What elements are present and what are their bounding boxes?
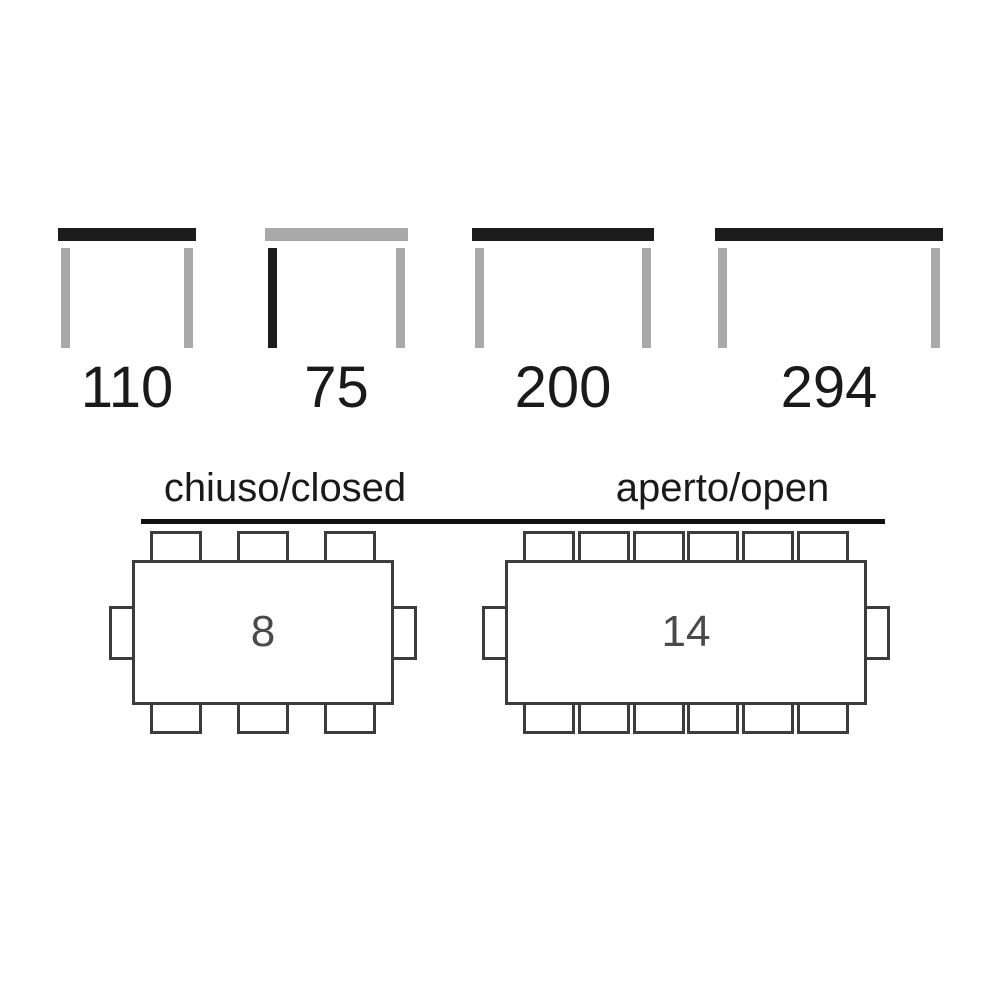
table-top-bar (715, 228, 943, 241)
seat-bottom-3 (632, 702, 685, 734)
dimension-icon-length-294-open (715, 228, 943, 361)
seat-top-1 (150, 531, 202, 563)
seat-bottom-3 (324, 702, 376, 734)
seat-left-1 (109, 605, 135, 660)
caption-open: aperto/open (615, 466, 830, 510)
seat-top-2 (577, 531, 630, 563)
seat-bottom-1 (523, 702, 575, 734)
dimension-icon-width-110 (58, 228, 196, 361)
seat-count-open-plan: 14 (661, 606, 711, 656)
table-top-bar (58, 228, 196, 241)
caption-closed: chiuso/closed (163, 466, 407, 510)
table-leg-right (184, 248, 193, 348)
table-top-bar (265, 228, 408, 241)
seat-top-1 (523, 531, 575, 563)
table-leg-left (475, 248, 484, 348)
seat-bottom-2 (577, 702, 630, 734)
seat-top-6 (797, 531, 849, 563)
dimension-label-length-294-open: 294 (780, 355, 878, 420)
table-leg-left (718, 248, 727, 348)
dimension-label-length-200-closed: 200 (514, 355, 612, 420)
seat-left-1 (482, 605, 508, 660)
seat-bottom-5 (742, 702, 795, 734)
table-leg-left (268, 248, 277, 348)
table-top-bar (472, 228, 654, 241)
dimension-label-height-75: 75 (304, 355, 369, 420)
table-leg-right (396, 248, 405, 348)
seat-top-3 (632, 531, 685, 563)
dimension-icon-height-75 (265, 228, 408, 361)
dimension-icon-length-200-closed (472, 228, 654, 361)
seat-top-3 (324, 531, 376, 563)
seat-bottom-4 (687, 702, 740, 734)
seat-right-1 (864, 605, 890, 660)
table-leg-left (61, 248, 70, 348)
seat-top-2 (237, 531, 289, 563)
seat-bottom-2 (237, 702, 289, 734)
seat-bottom-1 (150, 702, 202, 734)
table-leg-right (931, 248, 940, 348)
table-leg-right (642, 248, 651, 348)
seat-bottom-6 (797, 702, 849, 734)
dimension-label-width-110: 110 (80, 355, 174, 420)
section-divider (141, 519, 885, 524)
seat-top-4 (687, 531, 740, 563)
seat-top-5 (742, 531, 795, 563)
seat-count-closed-plan: 8 (250, 606, 276, 656)
seat-right-1 (391, 605, 417, 660)
table-outline (505, 560, 867, 705)
